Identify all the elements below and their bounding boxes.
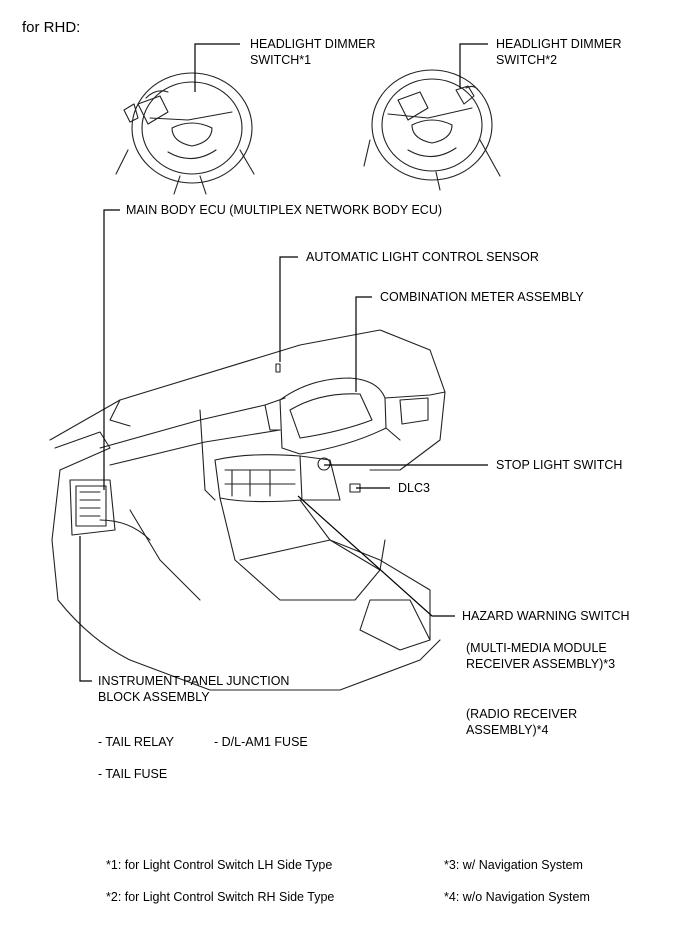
multimedia-module-label: (MULTI-MEDIA MODULE RECEIVER ASSEMBLY)*3 (466, 640, 615, 672)
tail-fuse-label: - TAIL FUSE (98, 767, 168, 781)
stop-light-switch-label: STOP LIGHT SWITCH (496, 458, 623, 472)
auto-light-control-sensor-label: AUTOMATIC LIGHT CONTROL SENSOR (306, 250, 539, 264)
label-line: HEADLIGHT DIMMER (250, 37, 376, 51)
combination-meter-label: COMBINATION METER ASSEMBLY (380, 290, 584, 304)
footnote-2: *2: for Light Control Switch RH Side Typ… (106, 890, 335, 904)
label-line: INSTRUMENT PANEL JUNCTION (98, 674, 290, 688)
label-line: ASSEMBLY)*4 (466, 723, 549, 737)
dlc3-label: DLC3 (398, 481, 430, 495)
footnote-1: *1: for Light Control Switch LH Side Typ… (106, 858, 333, 872)
label-line: (RADIO RECEIVER (466, 707, 578, 721)
label-line: BLOCK ASSEMBLY (98, 690, 210, 704)
radio-receiver-label: (RADIO RECEIVER ASSEMBLY)*4 (466, 706, 577, 738)
label-line: SWITCH*2 (496, 53, 558, 67)
label-line: SWITCH*1 (250, 53, 312, 67)
instrument-panel-illustration (49, 329, 446, 691)
dl-am1-fuse-label: - D/L-AM1 FUSE (214, 735, 308, 749)
headlight-dimmer-switch-1-label: HEADLIGHT DIMMER SWITCH*1 (250, 36, 375, 68)
main-body-ecu-label: MAIN BODY ECU (MULTIPLEX NETWORK BODY EC… (126, 203, 443, 217)
tail-relay-label: - TAIL RELAY (98, 735, 174, 749)
ip-junction-block-label: INSTRUMENT PANEL JUNCTION BLOCK ASSEMBLY (98, 673, 289, 705)
label-line: RECEIVER ASSEMBLY)*3 (466, 657, 616, 671)
hazard-warning-switch-label: HAZARD WARNING SWITCH (462, 609, 630, 623)
footnote-4: *4: w/o Navigation System (444, 890, 590, 904)
label-line: (MULTI-MEDIA MODULE (466, 641, 607, 655)
label-line: HEADLIGHT DIMMER (496, 37, 622, 51)
leader-lines (79, 43, 488, 682)
steering-wheel-2-illustration (363, 69, 501, 191)
page-title: for RHD: (22, 19, 81, 36)
steering-wheel-1-illustration (115, 72, 255, 195)
headlight-dimmer-switch-2-label: HEADLIGHT DIMMER SWITCH*2 (496, 36, 621, 68)
footnote-3: *3: w/ Navigation System (444, 858, 583, 872)
